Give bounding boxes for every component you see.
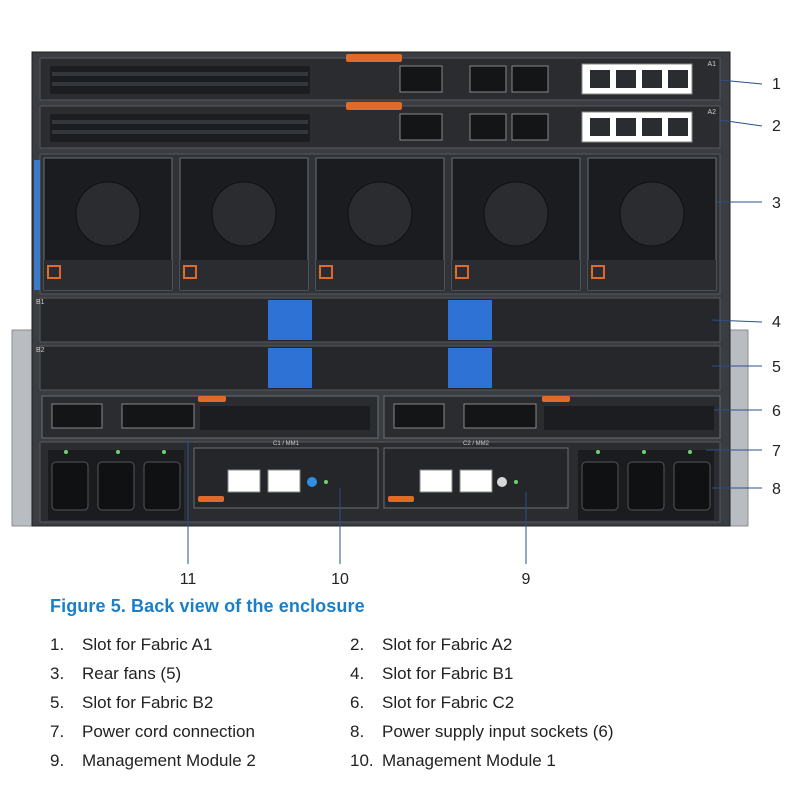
legend-item-8: 8. Power supply input sockets (6) bbox=[350, 721, 770, 742]
fabric-a1-slot: A1 bbox=[39, 54, 721, 101]
management-module-2: C2 / MM2 bbox=[383, 441, 569, 509]
module-label-mm2: C2 / MM2 bbox=[463, 441, 490, 447]
legend-text: Power supply input sockets (6) bbox=[382, 722, 614, 741]
legend-num: 2. bbox=[350, 635, 365, 654]
fabric-b1-slot: B1 bbox=[36, 297, 721, 343]
legend-text: Slot for Fabric A1 bbox=[82, 635, 213, 654]
legend-text: Slot for Fabric B2 bbox=[82, 693, 214, 712]
legend-num: 4. bbox=[350, 664, 365, 683]
fabric-c2-slot bbox=[383, 395, 721, 439]
legend-num: 7. bbox=[50, 722, 65, 741]
figure-caption: Figure 5. Back view of the enclosure bbox=[50, 596, 365, 616]
legend-text: Slot for Fabric B1 bbox=[382, 664, 514, 683]
slot-tag-a1: A1 bbox=[707, 61, 716, 68]
legend-num: 3. bbox=[50, 664, 65, 683]
slot-tag-a2: A2 bbox=[707, 109, 716, 116]
legend: 1. Slot for Fabric A1 2. Slot for Fabric A… bbox=[50, 634, 790, 771]
management-module-1: C1 / MM1 bbox=[193, 441, 379, 509]
callout-6: 6 bbox=[772, 403, 781, 420]
legend-text: Slot for Fabric A2 bbox=[382, 635, 513, 654]
legend-num: 8. bbox=[350, 722, 365, 741]
callout-1: 1 bbox=[772, 76, 781, 93]
legend-item-9: 9. Management Module 2 bbox=[50, 750, 350, 771]
legend-num: 10. bbox=[350, 751, 374, 770]
rear-fans bbox=[34, 153, 721, 295]
legend-num: 9. bbox=[50, 751, 65, 770]
psu-sockets-left bbox=[48, 450, 184, 520]
slot-tag-b1: B1 bbox=[36, 299, 45, 306]
callout-4: 4 bbox=[772, 314, 781, 331]
legend-item-2: 2. Slot for Fabric A2 bbox=[350, 634, 770, 655]
legend-item-3: 3. Rear fans (5) bbox=[50, 663, 350, 684]
callout-10: 10 bbox=[331, 571, 349, 588]
psu-sockets-right bbox=[578, 450, 714, 520]
legend-text: Management Module 1 bbox=[382, 751, 556, 770]
legend-item-5: 5. Slot for Fabric B2 bbox=[50, 692, 350, 713]
callout-8: 8 bbox=[772, 481, 781, 498]
enclosure-back-view-figure: A1 A2 bbox=[11, 51, 781, 588]
legend-text: Slot for Fabric C2 bbox=[382, 693, 515, 712]
callout-5: 5 bbox=[772, 359, 781, 376]
callout-2: 2 bbox=[772, 118, 781, 135]
legend-text: Management Module 2 bbox=[82, 751, 256, 770]
legend-item-1: 1. Slot for Fabric A1 bbox=[50, 634, 350, 655]
fabric-b2-slot: B2 bbox=[36, 345, 721, 391]
legend-text: Power cord connection bbox=[82, 722, 255, 741]
slot-tag-b2: B2 bbox=[36, 347, 45, 354]
callout-9: 9 bbox=[522, 571, 531, 588]
legend-item-10: 10. Management Module 1 bbox=[350, 750, 770, 771]
legend-num: 5. bbox=[50, 693, 65, 712]
module-label-mm1: C1 / MM1 bbox=[273, 441, 300, 447]
callout-11: 11 bbox=[180, 571, 197, 588]
legend-num: 1. bbox=[50, 635, 65, 654]
leader-lines bbox=[187, 79, 763, 564]
callout-7: 7 bbox=[772, 443, 781, 460]
legend-item-7: 7. Power cord connection bbox=[50, 721, 350, 742]
callout-3: 3 bbox=[772, 195, 781, 212]
fabric-c1-slot bbox=[41, 395, 379, 439]
legend-num: 6. bbox=[350, 693, 365, 712]
legend-item-6: 6. Slot for Fabric C2 bbox=[350, 692, 770, 713]
legend-item-4: 4. Slot for Fabric B1 bbox=[350, 663, 770, 684]
fabric-a2-slot: A2 bbox=[39, 102, 721, 149]
legend-text: Rear fans (5) bbox=[82, 664, 182, 683]
